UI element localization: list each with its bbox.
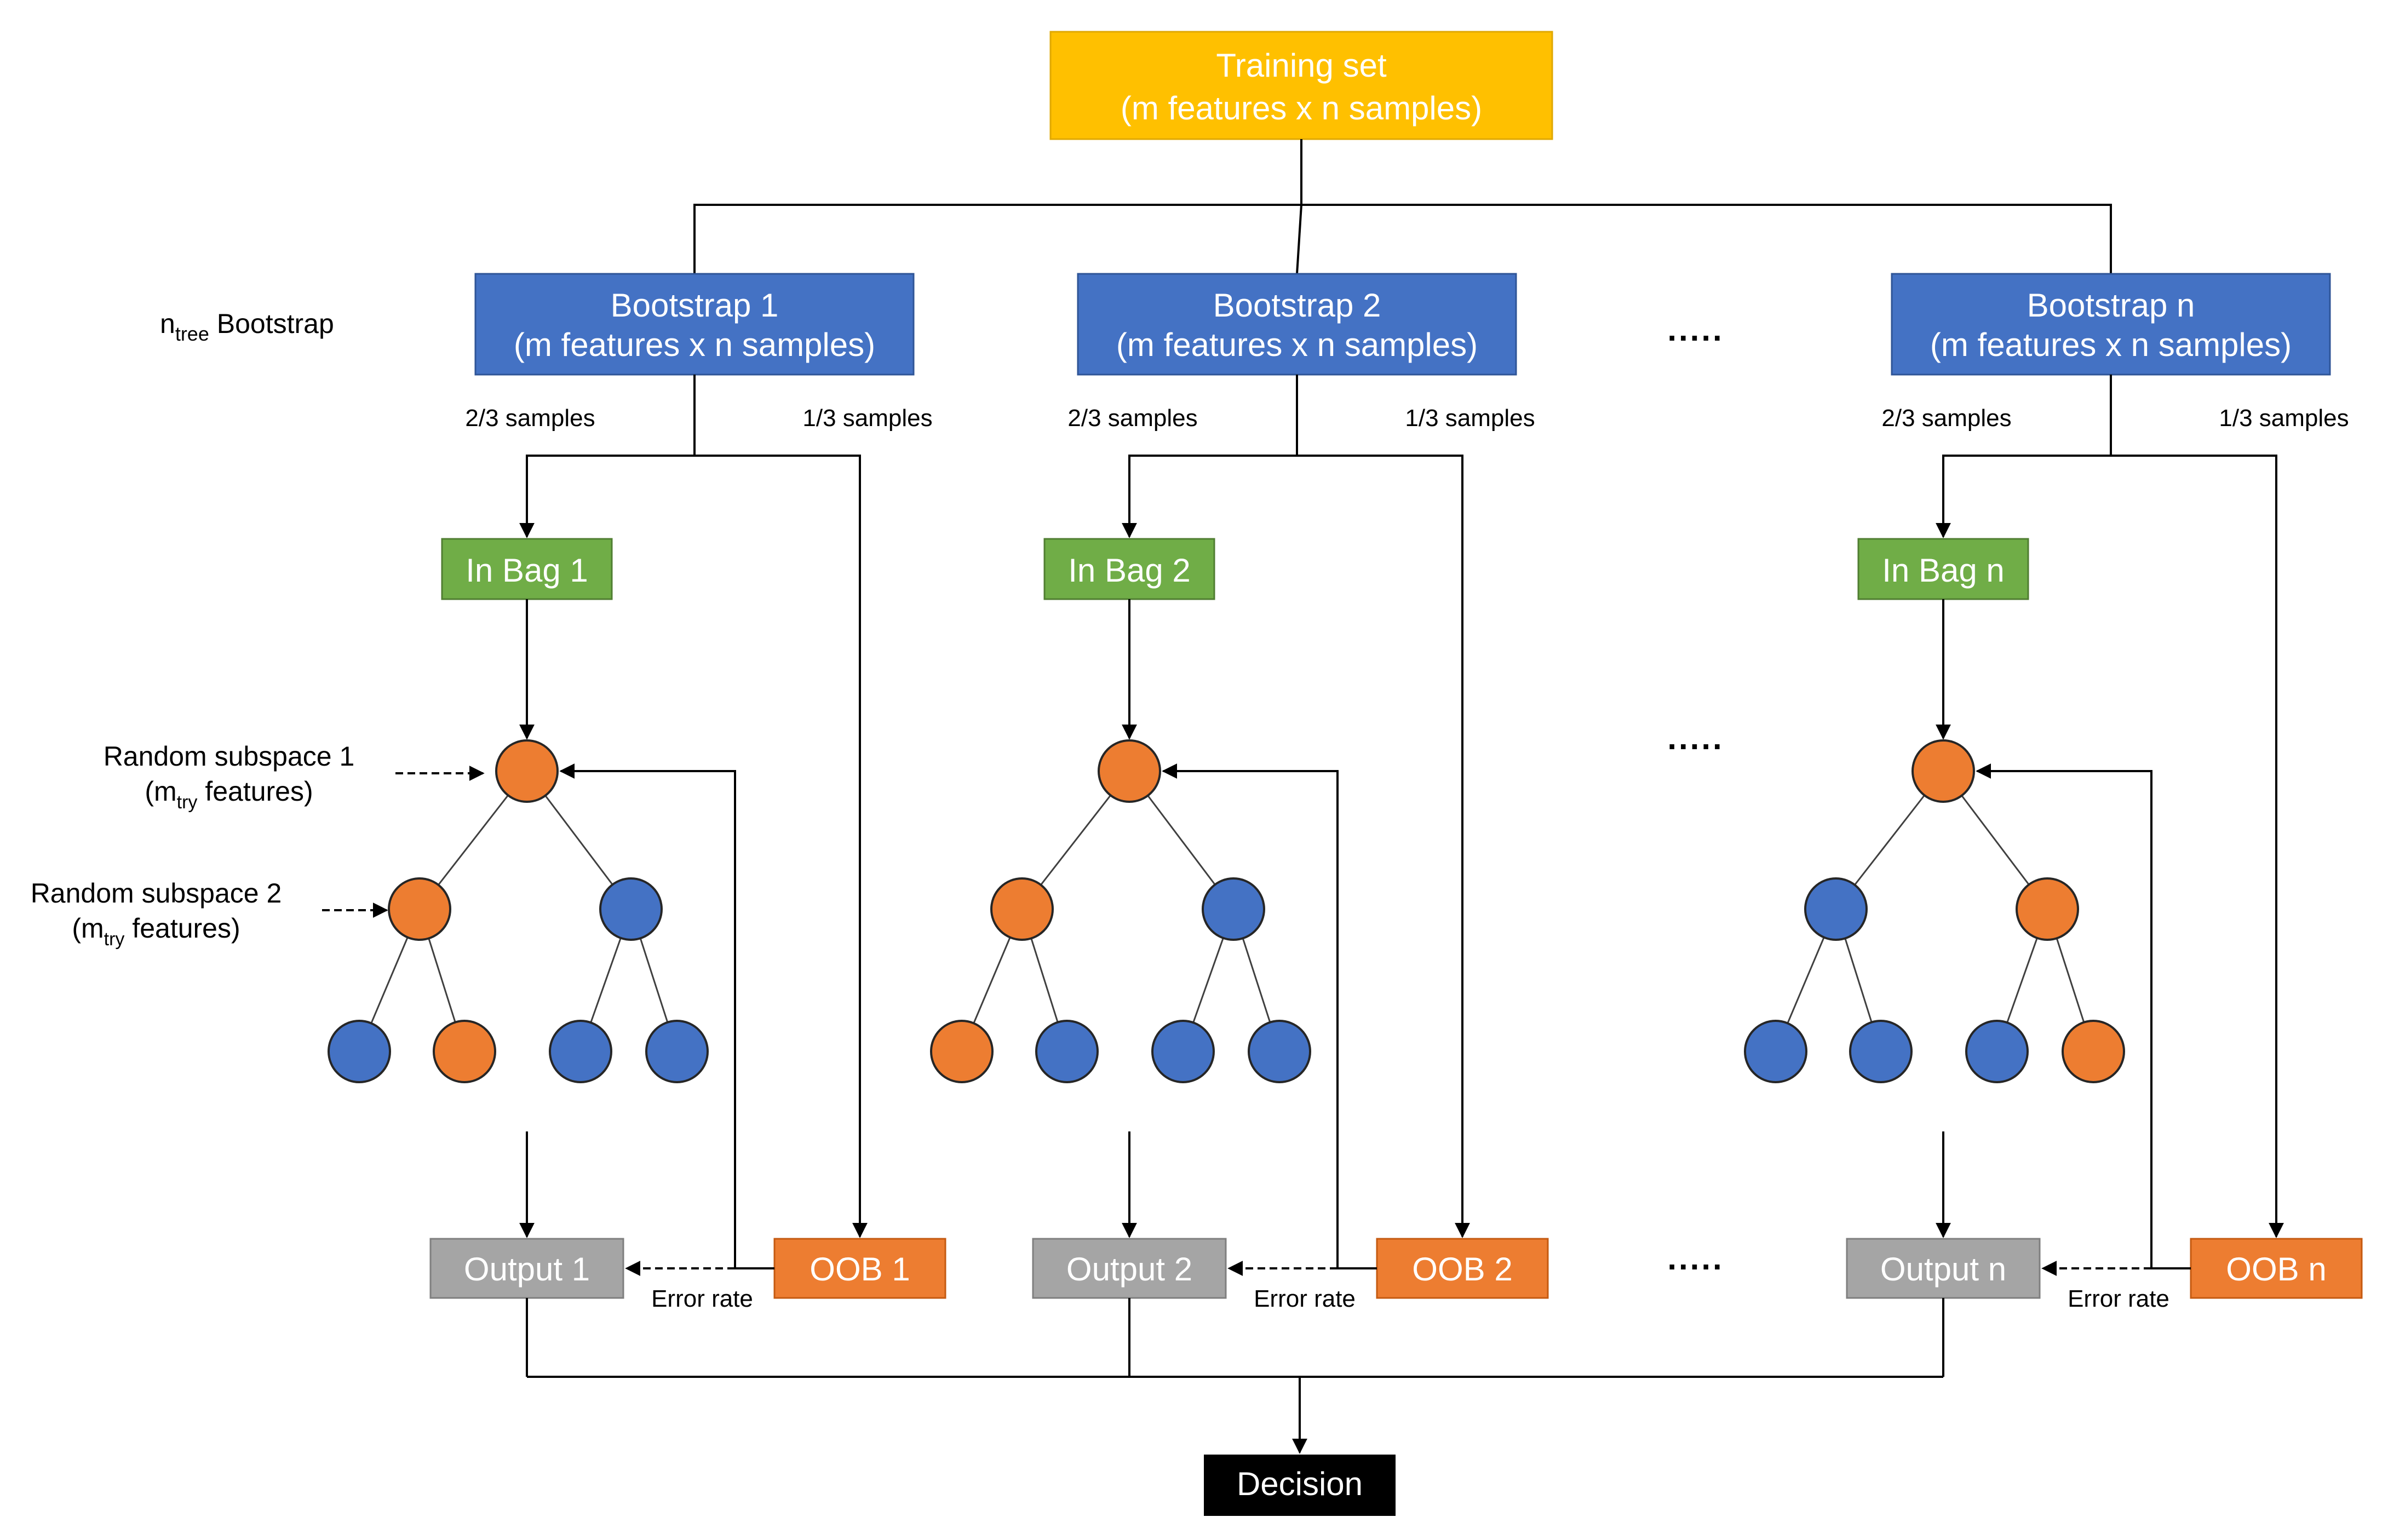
ellipsis-output: ..... xyxy=(1667,1240,1724,1277)
ellipsis-tree: ..... xyxy=(1667,720,1724,756)
in-bag-box-1 xyxy=(441,538,613,600)
tree-node-3-3 xyxy=(1744,1020,1807,1083)
bootstrap-column-1: Bootstrap 1(m features x n samples) 2/3 s… xyxy=(328,273,946,1377)
tree-node-3-2 xyxy=(2016,877,2079,941)
ntree-label-sub: tree xyxy=(175,323,209,345)
tree-node-1-0 xyxy=(495,739,559,803)
random-subspace-2-line1: Random subspace 2 xyxy=(31,878,282,909)
in-split-label-2: 2/3 samples xyxy=(1067,405,1197,432)
training-set-node: Training set (m features x n samples) xyxy=(1049,31,1553,140)
error-rate-label-1: Error rate xyxy=(651,1285,753,1312)
bootstrap-box-3 xyxy=(1891,273,2331,376)
bootstrap-title-2: Bootstrap 2 xyxy=(1213,287,1381,324)
oob-label-2: OOB 2 xyxy=(1412,1251,1512,1288)
error-rate-label-3: Error rate xyxy=(2068,1285,2169,1312)
output-box-1 xyxy=(429,1238,624,1299)
oob-feedback-arrow-1 xyxy=(559,763,774,1269)
tree-node-2-1 xyxy=(990,877,1054,941)
random-subspace-1-line1: Random subspace 1 xyxy=(104,741,355,772)
oob-box-1 xyxy=(773,1238,946,1299)
output-label-1: Output 1 xyxy=(464,1251,590,1288)
ntree-label-rest: Bootstrap xyxy=(209,308,334,339)
ntree-bootstrap-label: ntree Bootstrap xyxy=(160,308,334,345)
in-bag-label-3: In Bag n xyxy=(1882,552,2005,589)
bootstrap-title-1: Bootstrap 1 xyxy=(611,287,779,324)
tree-node-1-2 xyxy=(599,877,663,941)
ntree-label-n: n xyxy=(160,308,175,339)
bootstrap-column-2: Bootstrap 2(m features x n samples) 2/3 s… xyxy=(930,273,1549,1377)
tree-node-3-6 xyxy=(2062,1020,2125,1083)
decision-box xyxy=(1204,1455,1396,1516)
output-label-3: Output n xyxy=(1880,1251,2006,1288)
tree-node-2-5 xyxy=(1151,1020,1215,1083)
random-subspace-2-line2: (mtry features) xyxy=(72,913,240,950)
rs1-pre: (m xyxy=(145,776,176,807)
out-split-label-2: 1/3 samples xyxy=(1405,405,1535,432)
random-subspace-1-line2: (mtry features) xyxy=(145,776,313,813)
decision-label: Decision xyxy=(1237,1466,1363,1502)
training-set-subtitle: (m features x n samples) xyxy=(1121,90,1482,127)
out-split-label-3: 1/3 samples xyxy=(2219,405,2349,432)
bootstrap-box-2 xyxy=(1077,273,1517,376)
random-subspace-1-label: Random subspace 1 (mtry features) xyxy=(104,741,355,813)
oob-label-3: OOB n xyxy=(2226,1251,2326,1288)
error-rate-label-2: Error rate xyxy=(1254,1285,1356,1312)
tree-node-2-4 xyxy=(1035,1020,1099,1083)
oob-arrow-3 xyxy=(2111,455,2284,1238)
random-subspace-2-label: Random subspace 2 (mtry features) xyxy=(31,878,282,950)
output-label-2: Output 2 xyxy=(1066,1251,1192,1288)
tree-node-2-2 xyxy=(1202,877,1265,941)
tree-node-1-6 xyxy=(645,1020,709,1083)
rs1-sub: try xyxy=(177,792,198,813)
bootstrap-box-1 xyxy=(474,273,915,376)
in-bag-box-3 xyxy=(1857,538,2029,600)
tree-node-2-3 xyxy=(930,1020,994,1083)
rs1-post: features) xyxy=(197,776,313,807)
in-bag-arrow-2 xyxy=(1122,455,1297,538)
bootstrap-subtitle-2: (m features x n samples) xyxy=(1116,326,1478,363)
tree-node-2-0 xyxy=(1098,739,1161,803)
bootstrap-title-3: Bootstrap n xyxy=(2027,287,2195,324)
oob-arrow-2 xyxy=(1297,455,1470,1238)
oob-label-1: OOB 1 xyxy=(810,1251,910,1288)
tree-node-3-0 xyxy=(1911,739,1975,803)
tree-node-3-1 xyxy=(1804,877,1868,941)
in-bag-arrow-3 xyxy=(1936,455,2111,538)
oob-box-3 xyxy=(2190,1238,2363,1299)
tree-node-1-4 xyxy=(433,1020,496,1083)
in-bag-arrow-1 xyxy=(519,455,694,538)
output-box-2 xyxy=(1032,1238,1227,1299)
oob-feedback-arrow-2 xyxy=(1162,763,1377,1269)
in-split-label-3: 2/3 samples xyxy=(1881,405,2011,432)
bootstrap-columns: Bootstrap 1(m features x n samples)2/3 s… xyxy=(328,139,2363,1454)
tree-node-3-5 xyxy=(1965,1020,2029,1083)
bootstrap-2-feed-line xyxy=(1296,204,1302,274)
bootstrap-subtitle-3: (m features x n samples) xyxy=(1930,326,2292,363)
decision-node: Decision xyxy=(1204,1455,1396,1516)
bootstrap-column-3: Bootstrap n(m features x n samples) 2/3 s… xyxy=(1744,273,2363,1377)
bootstrap-subtitle-1: (m features x n samples) xyxy=(514,326,875,363)
training-set-title: Training set xyxy=(1216,47,1387,84)
in-split-label-1: 2/3 samples xyxy=(465,405,595,432)
ellipsis-bootstrap: ..... xyxy=(1667,311,1724,348)
out-split-label-1: 1/3 samples xyxy=(802,405,932,432)
in-bag-label-2: In Bag 2 xyxy=(1068,552,1191,589)
oob-feedback-arrow-3 xyxy=(1976,763,2191,1269)
rs2-pre: (m xyxy=(72,913,104,944)
tree-node-1-1 xyxy=(388,877,451,941)
tree-node-1-3 xyxy=(328,1020,391,1083)
tree-node-3-4 xyxy=(1849,1020,1913,1083)
training-distribution-line xyxy=(693,204,2112,274)
training-set-box xyxy=(1049,31,1553,140)
rs2-post: features) xyxy=(124,913,240,944)
in-bag-label-1: In Bag 1 xyxy=(466,552,588,589)
oob-arrow-1 xyxy=(694,455,868,1238)
rs2-sub: try xyxy=(104,929,125,950)
tree-node-1-5 xyxy=(549,1020,612,1083)
tree-node-2-6 xyxy=(1248,1020,1311,1083)
output-box-3 xyxy=(1846,1238,2041,1299)
